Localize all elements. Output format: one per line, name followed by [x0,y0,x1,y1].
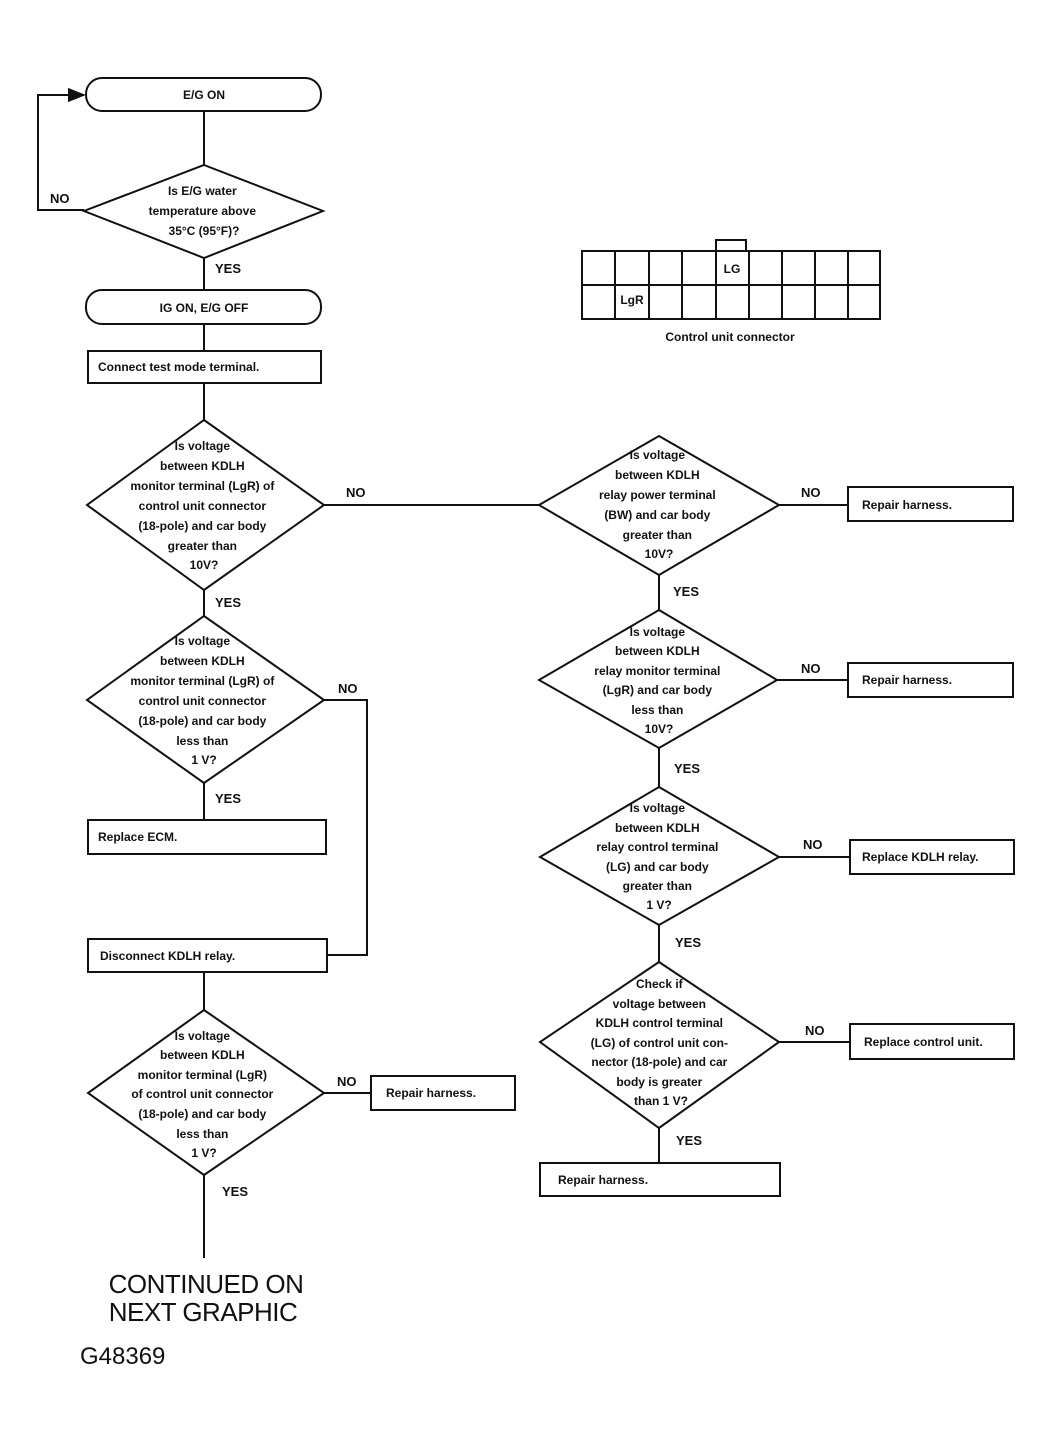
connector-caption: Control unit connector [665,330,795,344]
decision-r1-text: Is voltage between KDLH relay power term… [599,448,719,561]
action-replace-relay-label: Replace KDLH relay. [862,850,979,864]
control-unit-connector-diagram: LG LgR Control unit connector [581,239,881,344]
action-disconnect-relay-label: Disconnect KDLH relay. [100,949,235,963]
decision-water-temperature-text: Is E/G water temperature above 35°C (95°… [149,184,260,238]
terminal-ig-on-label: IG ON, E/G OFF [160,301,249,315]
yes-label-d3: YES [222,1184,248,1199]
action-repair-harness-2: Repair harness. [847,486,1014,522]
decision-kdlh-monitor-after-disconnect: Is voltage between KDLH monitor terminal… [86,1008,326,1177]
yes-label-water-temp: YES [215,261,241,276]
action-connect-test-mode-label: Connect test mode terminal. [98,360,259,374]
yes-label-d1: YES [215,595,241,610]
yes-label-r3: YES [675,935,701,950]
connector-pin-lg: LG [724,262,741,276]
decision-r4-text: Check if voltage between KDLH control te… [591,977,732,1108]
decision-relay-control-terminal: Is voltage between KDLH relay control te… [538,785,782,927]
no-label-d1: NO [346,485,366,500]
action-repair-harness-2-label: Repair harness. [862,498,952,512]
action-repair-harness-4-label: Repair harness. [558,1173,648,1187]
decision-relay-power-terminal: Is voltage between KDLH relay power term… [537,434,781,577]
action-replace-kdlh-relay: Replace KDLH relay. [849,839,1015,875]
continued-line-1: CONTINUED ON [109,1269,304,1299]
yes-label-r2: YES [674,761,700,776]
action-repair-harness-1-label: Repair harness. [386,1086,476,1100]
branch-labels: NO YES NO YES NO YES NO YES NO YES NO YE… [50,191,825,1199]
action-replace-ecm-label: Replace ECM. [98,830,177,844]
yes-label-r4: YES [676,1133,702,1148]
decision-control-unit-lg-terminal: Check if voltage between KDLH control te… [538,960,781,1130]
no-label-r2: NO [801,661,821,676]
no-label-r4: NO [805,1023,825,1038]
no-label-d2: NO [338,681,358,696]
continued-line-2: NEXT GRAPHIC [109,1297,298,1327]
yes-label-d2: YES [215,791,241,806]
terminal-eg-on: E/G ON [85,77,322,112]
action-connect-test-mode: Connect test mode terminal. [87,350,322,384]
decision-d2-text: Is voltage between KDLH monitor terminal… [130,634,277,767]
action-repair-harness-3-label: Repair harness. [862,673,952,687]
action-replace-control-unit: Replace control unit. [849,1023,1015,1060]
decision-relay-monitor-terminal: Is voltage between KDLH relay monitor te… [536,608,779,750]
no-label-d3: NO [337,1074,357,1089]
flow-lines-left [37,87,540,1258]
yes-label-r1: YES [673,584,699,599]
decision-kdlh-monitor-less-1v: Is voltage between KDLH monitor terminal… [85,614,326,785]
continuation-note: CONTINUED ON NEXT GRAPHIC [109,1269,304,1327]
figure-id: G48369 [80,1343,165,1370]
action-replace-control-unit-label: Replace control unit. [864,1035,983,1049]
flow-lines-right [658,504,850,1163]
action-replace-ecm: Replace ECM. [87,819,327,855]
decision-r3-text: Is voltage between KDLH relay control te… [596,801,721,912]
decision-water-temperature: Is E/G water temperature above 35°C (95°… [81,163,326,260]
decision-r2-text: Is voltage between KDLH relay monitor te… [594,625,723,736]
action-disconnect-kdlh-relay: Disconnect KDLH relay. [87,938,328,973]
no-label-water-temp: NO [50,191,70,206]
decision-d3-text: Is voltage between KDLH monitor terminal… [131,1029,276,1160]
decision-kdlh-monitor-greater-10v: Is voltage between KDLH monitor terminal… [85,418,326,592]
action-repair-harness-1: Repair harness. [370,1075,516,1111]
terminal-ig-on-eg-off: IG ON, E/G OFF [85,289,322,325]
decision-d1-text: Is voltage between KDLH monitor terminal… [130,439,277,572]
terminal-eg-on-label: E/G ON [183,88,225,102]
action-repair-harness-4: Repair harness. [539,1162,781,1197]
no-label-r3: NO [803,837,823,852]
connector-pin-lgr: LgR [620,293,644,307]
action-repair-harness-3: Repair harness. [847,662,1014,698]
no-label-r1: NO [801,485,821,500]
